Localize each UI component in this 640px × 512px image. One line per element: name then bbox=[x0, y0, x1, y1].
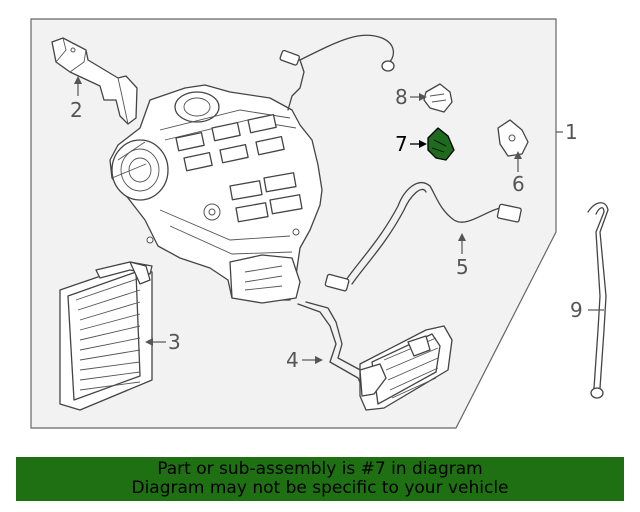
part-3-core bbox=[59, 261, 153, 411]
part-5-harness bbox=[324, 182, 522, 292]
wire-harness-upper bbox=[279, 34, 395, 111]
leader-lines bbox=[74, 76, 604, 364]
banner-line-2: Diagram may not be specific to your vehi… bbox=[131, 478, 509, 498]
callout-8: 8 bbox=[395, 85, 408, 109]
callout-3: 3 bbox=[168, 330, 181, 354]
callout-4: 4 bbox=[286, 348, 299, 372]
info-banner: Part or sub-assembly is #7 in diagram Di… bbox=[16, 457, 624, 501]
part-hvac-housing bbox=[109, 84, 323, 304]
leader-line-7 bbox=[410, 140, 427, 148]
part-6-bracket bbox=[497, 119, 529, 157]
callout-7: 7 bbox=[395, 132, 408, 156]
part-2-bracket bbox=[51, 37, 138, 125]
callout-5: 5 bbox=[456, 255, 469, 279]
part-8-actuator bbox=[423, 83, 453, 113]
callout-6: 6 bbox=[512, 172, 525, 196]
banner-line-1: Part or sub-assembly is #7 in diagram bbox=[157, 459, 483, 479]
callout-2: 2 bbox=[70, 98, 83, 122]
callout-1: 1 bbox=[565, 120, 578, 144]
part-4-heater-core bbox=[297, 301, 453, 411]
parts-diagram: 1 2 3 4 5 6 7 8 9 bbox=[30, 18, 609, 429]
part-7-highlighted bbox=[427, 127, 455, 161]
callout-9: 9 bbox=[570, 298, 583, 322]
part-9-hose bbox=[587, 202, 609, 399]
